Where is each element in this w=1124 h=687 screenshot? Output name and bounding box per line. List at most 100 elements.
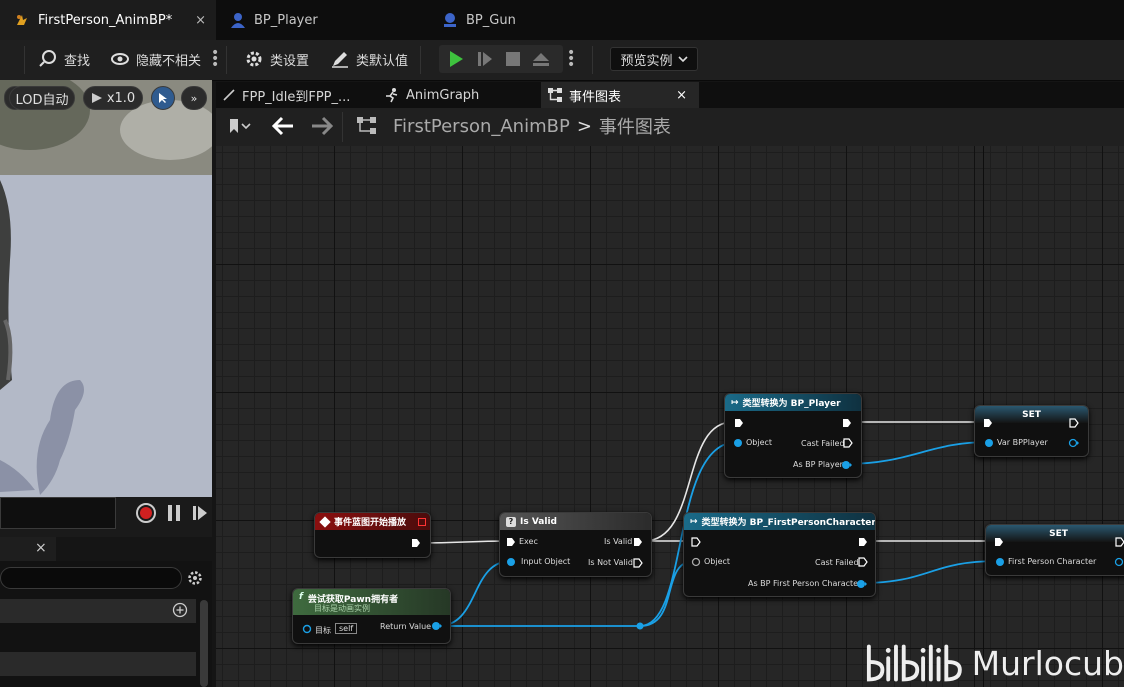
breadcrumb-root[interactable]: FirstPerson_AnimBP (393, 115, 570, 137)
timeline-scrubber[interactable] (0, 497, 116, 529)
object-out-pin[interactable] (1068, 438, 1080, 448)
node-try-get-pawn-owner[interactable]: f 尝试获取Pawn拥有者 目标是动画实例 目标 self Return Val… (292, 588, 451, 644)
tab-firstperson-animbp[interactable]: FirstPerson_AnimBP* × (0, 0, 216, 40)
exec-in-pin[interactable] (734, 418, 744, 428)
step-forward-icon[interactable] (192, 503, 208, 523)
cast-icon: ↦ (731, 397, 739, 408)
toolbar-divider (226, 46, 227, 74)
bookmark-dropdown[interactable] (222, 113, 258, 139)
exec-in-pin[interactable] (506, 537, 516, 547)
node-header: ↦ 类型转换为 BP_FirstPersonCharacter (684, 513, 875, 530)
close-tab-button[interactable]: × (676, 87, 687, 103)
reroute-node[interactable] (636, 622, 644, 630)
settings-gear-icon[interactable] (186, 569, 204, 587)
exec-out-pin[interactable] (843, 438, 853, 448)
node-set-var-bpplayer[interactable]: SET Var BPPlayer (974, 405, 1089, 457)
details-scrollbar[interactable] (200, 600, 208, 687)
object-wire (845, 441, 989, 465)
class-settings-button[interactable]: 类设置 (244, 40, 309, 78)
object-out-pin[interactable] (856, 579, 868, 589)
pin-label: Input Object (521, 557, 571, 566)
details-search-input[interactable] (0, 567, 182, 589)
details-tab[interactable] (0, 537, 56, 561)
property-row[interactable] (0, 652, 196, 676)
node-title: 类型转换为 BP_Player (742, 399, 841, 409)
breadcrumb-current[interactable]: 事件图表 (598, 117, 671, 138)
play-rate-label: x1.0 (106, 90, 136, 106)
close-details-button[interactable]: × (35, 540, 47, 556)
exec-in-pin[interactable] (994, 537, 1004, 547)
find-button[interactable]: 查找 (38, 40, 90, 78)
preview-viewport[interactable] (0, 80, 212, 497)
node-cast-to-bp-player[interactable]: ↦ 类型转换为 BP_Player Object Cast Failed As … (724, 393, 862, 478)
toolbar-divider (592, 46, 593, 74)
play-icon[interactable] (447, 50, 465, 68)
exec-in-pin[interactable] (691, 537, 701, 547)
exec-out-pin[interactable] (1115, 537, 1124, 547)
exec-out-pin[interactable] (842, 418, 852, 428)
back-arrow-icon[interactable] (272, 116, 294, 136)
pause-icon[interactable] (166, 503, 182, 523)
object-in-pin[interactable] (984, 438, 994, 448)
exec-out-pin[interactable] (1069, 418, 1079, 428)
edit-icon (332, 52, 348, 68)
node-is-valid[interactable]: ? Is Valid Exec Input Object Is Valid Is… (499, 512, 652, 577)
more-viewport-button[interactable]: » (181, 86, 207, 110)
select-tool-button[interactable] (151, 86, 175, 110)
pin-label: Cast Failed (815, 558, 859, 567)
forward-arrow-icon[interactable] (311, 116, 333, 136)
record-icon[interactable] (135, 502, 157, 524)
object-in-pin[interactable] (733, 438, 743, 448)
chevron-down-icon (677, 56, 688, 63)
cursor-icon (159, 93, 167, 103)
step-icon[interactable] (476, 50, 494, 68)
node-set-first-person-character[interactable]: SET First Person Character (985, 524, 1124, 576)
event-icon (319, 515, 331, 528)
class-defaults-button[interactable]: 类默认值 (330, 40, 408, 78)
stop-icon[interactable] (505, 51, 521, 67)
tab-label: BP_Gun (466, 12, 516, 28)
object-out-pin[interactable] (841, 460, 853, 470)
exec-out-pin[interactable] (633, 558, 643, 568)
exec-out-pin[interactable] (858, 537, 868, 547)
node-cast-to-bp-firstpersoncharacter[interactable]: ↦ 类型转换为 BP_FirstPersonCharacter Object C… (683, 512, 876, 597)
exec-wire (420, 540, 511, 544)
exec-in-pin[interactable] (983, 418, 993, 428)
object-in-pin[interactable] (691, 557, 701, 567)
object-in-pin[interactable] (995, 557, 1005, 567)
tab-event-graph[interactable]: 事件图表 × (541, 82, 699, 108)
close-tab-button[interactable]: × (195, 12, 206, 28)
graph-navigation-bar (216, 108, 1124, 146)
lod-auto-button[interactable]: LOD自动 (9, 86, 75, 110)
blueprint-actor-icon (444, 13, 456, 27)
object-wire (860, 560, 999, 584)
eject-icon[interactable] (532, 50, 550, 68)
transition-icon (223, 89, 235, 101)
add-icon[interactable] (172, 602, 188, 618)
delegate-pin-icon[interactable] (418, 517, 426, 526)
node-event-begin-play[interactable]: 事件蓝图开始播放 (314, 512, 431, 558)
tab-bp-player[interactable]: BP_Player (216, 0, 416, 40)
exec-out-pin[interactable] (411, 538, 421, 548)
self-value-field[interactable]: self (335, 623, 358, 634)
property-row[interactable] (0, 599, 196, 623)
question-icon: ? (506, 516, 516, 527)
tab-fpp-transition[interactable]: FPP_Idle到FPP_... (222, 82, 372, 108)
exec-out-pin[interactable] (633, 537, 643, 547)
gear-icon (246, 51, 262, 67)
object-in-pin[interactable] (302, 624, 312, 634)
preview-instance-dropdown[interactable]: 预览实例 (610, 47, 698, 71)
hide-unrelated-button[interactable]: 隐藏不相关 (110, 40, 201, 78)
node-header: SET (986, 525, 1124, 542)
exec-out-pin[interactable] (858, 557, 868, 567)
tab-label: FPP_Idle到FPP_... (242, 89, 351, 105)
tab-animgraph[interactable]: AnimGraph (384, 82, 534, 108)
tab-bp-gun[interactable]: BP_Gun (428, 0, 628, 40)
node-title: 事件蓝图开始播放 (334, 518, 407, 528)
play-rate-button[interactable]: x1.0 (83, 86, 143, 110)
node-header: SET (975, 406, 1088, 423)
object-out-pin[interactable] (1114, 557, 1124, 567)
object-in-pin[interactable] (506, 557, 516, 567)
object-out-pin[interactable] (431, 621, 443, 631)
